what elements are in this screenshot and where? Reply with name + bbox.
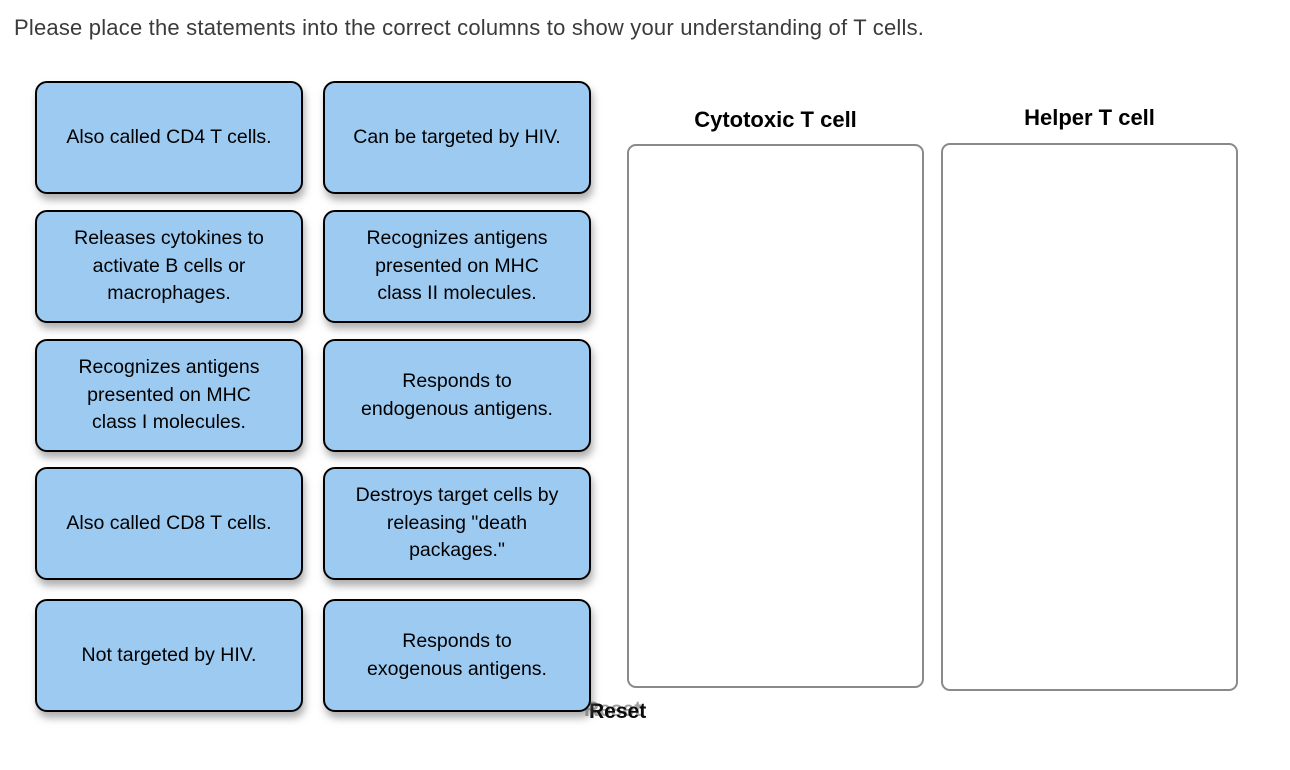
statement-card[interactable]: Can be targeted by HIV. (323, 81, 591, 194)
statement-card[interactable]: Also called CD8 T cells. (35, 467, 303, 580)
statement-card[interactable]: Also called CD4 T cells. (35, 81, 303, 194)
statement-card[interactable]: Recognizes antigens presented on MHC cla… (35, 339, 303, 452)
statement-card[interactable]: Not targeted by HIV. (35, 599, 303, 712)
dropzone-helper[interactable] (941, 143, 1238, 691)
activity-prompt: Please place the statements into the cor… (14, 15, 925, 40)
statement-card[interactable]: Releases cytokines to activate B cells o… (35, 210, 303, 323)
statement-card[interactable]: Destroys target cells by releasing "deat… (323, 467, 591, 580)
statement-card[interactable]: Responds to endogenous antigens. (323, 339, 591, 452)
dropzone-cytotoxic[interactable] (627, 144, 924, 688)
statement-card[interactable]: Recognizes antigens presented on MHC cla… (323, 210, 591, 323)
column-header-cytotoxic: Cytotoxic T cell (694, 107, 857, 132)
reset-button[interactable]: Reset (589, 700, 647, 723)
column-header-helper: Helper T cell (1024, 105, 1155, 130)
statement-card[interactable]: Responds to exogenous antigens. (323, 599, 591, 712)
